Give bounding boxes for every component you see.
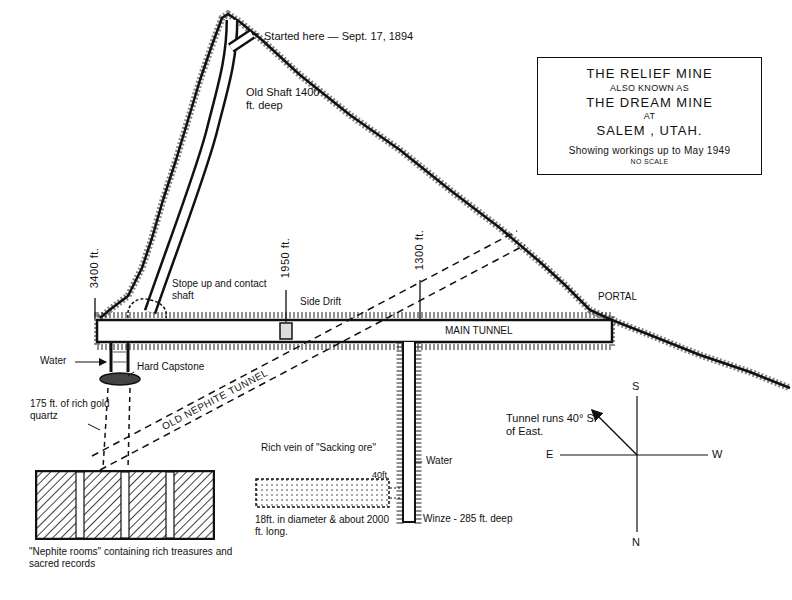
- water-label: Water: [426, 455, 452, 467]
- shaft-label: Old Shaft 1400 ft. deep: [246, 86, 321, 112]
- compass-letter: S: [632, 380, 639, 393]
- winze-label: Winze - 285 ft. deep: [423, 513, 513, 525]
- capstone-label: Hard Capstone: [137, 361, 204, 373]
- nephite-rooms: "Nephite rooms" containing rich treasure…: [35, 470, 215, 540]
- ore-vein-shape: [255, 478, 390, 508]
- tunnel-label: MAIN TUNNEL: [445, 325, 513, 337]
- title-text: Showing workings up to May 1949: [544, 144, 755, 157]
- start-note: Started here — Sept. 17, 1894: [264, 30, 413, 43]
- title-text: THE DREAM MINE: [544, 95, 755, 112]
- depth-label: 1950 ft.: [279, 237, 292, 280]
- water-label: Water: [40, 355, 66, 367]
- title-text: THE RELIEF MINE: [544, 66, 755, 83]
- hatched-rooms: [35, 470, 215, 540]
- compass-letter: W: [712, 448, 722, 461]
- direction-note: Tunnel runs 40° S. of East.: [506, 412, 604, 438]
- depth-label: 1300 ft.: [413, 229, 426, 272]
- stope-label: Stope up and contact shaft: [172, 278, 272, 302]
- node-text: "Nephite rooms" containing rich treasure…: [29, 546, 249, 570]
- quartz-label: 175 ft. of rich gold quartz: [30, 398, 110, 422]
- title-text: NO SCALE: [544, 157, 755, 166]
- node-text: Rich vein of "Sacking ore": [261, 442, 401, 454]
- nephite-tunnel-label: OLD NEPHITE TUNNEL: [159, 367, 271, 434]
- title-text: AT: [544, 111, 755, 123]
- portal-label: PORTAL: [598, 291, 637, 303]
- compass-letter: E: [546, 448, 553, 461]
- drift-label: Side Drift: [300, 296, 341, 308]
- title-text: ALSO KNOWN AS: [544, 83, 755, 95]
- ore-vein: Rich vein of "Sacking ore"18ft. in diame…: [255, 478, 390, 508]
- compass-letter: N: [632, 536, 640, 549]
- title-box: THE RELIEF MINEALSO KNOWN ASTHE DREAM MI…: [537, 57, 762, 175]
- node-text: 18ft. in diameter & about 2000 ft. long.: [255, 514, 400, 538]
- depth-label: 3400 ft.: [88, 247, 101, 290]
- title-text: SALEM , UTAH.: [544, 123, 755, 140]
